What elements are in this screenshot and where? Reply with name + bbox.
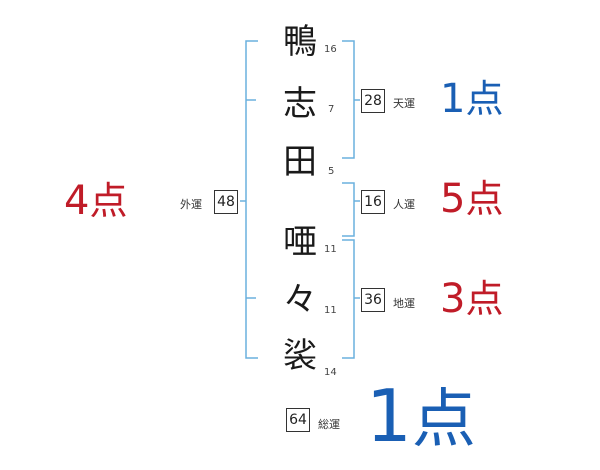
surname-strokes-2: 7 [328, 104, 335, 115]
surname-strokes-3: 5 [328, 166, 335, 177]
tenkaku-score: 1点 [440, 68, 503, 123]
soukaku-score-unit: 点 [411, 383, 476, 457]
gaikaku-score: 4点 [64, 170, 127, 225]
surname-char-2: 志 [283, 84, 317, 124]
chikaku-score-unit: 点 [465, 277, 504, 321]
chikaku-bracket [342, 239, 355, 359]
given-char-1: 唖 [283, 222, 317, 262]
jinkaku-label: 人運 [393, 198, 415, 211]
chikaku-label: 地運 [393, 297, 415, 310]
chikaku-score-number: 3 [440, 276, 466, 322]
chikaku-score: 3点 [440, 268, 503, 323]
given-strokes-3: 14 [324, 367, 337, 378]
given-char-2: 々 [283, 280, 317, 320]
soukaku-value-box: 64 [286, 408, 310, 432]
jinkaku-bracket [342, 182, 355, 237]
jinkaku-score-number: 5 [440, 176, 466, 222]
surname-char-3: 田 [283, 142, 317, 182]
jinkaku-score: 5点 [440, 168, 503, 223]
gaikaku-label: 外運 [180, 198, 202, 211]
jinkaku-score-unit: 点 [465, 177, 504, 221]
soukaku-score-number: 1 [366, 374, 412, 458]
tenkaku-score-unit: 点 [465, 77, 504, 121]
soukaku-score: 1点 [366, 368, 476, 460]
chikaku-value-box: 36 [361, 288, 385, 312]
tenkaku-score-number: 1 [440, 76, 466, 122]
gaikaku-value-box: 48 [214, 190, 238, 214]
tenkaku-bracket [342, 40, 355, 159]
jinkaku-value-box: 16 [361, 190, 385, 214]
gaikaku-score-number: 4 [64, 178, 90, 224]
given-char-3: 裟 [283, 336, 317, 376]
tenkaku-label: 天運 [393, 97, 415, 110]
soukaku-label: 総運 [318, 418, 340, 431]
given-strokes-2: 11 [324, 305, 337, 316]
given-strokes-1: 11 [324, 244, 337, 255]
gaikaku-score-unit: 点 [89, 179, 128, 223]
tenkaku-value-box: 28 [361, 89, 385, 113]
surname-strokes-1: 16 [324, 44, 337, 55]
surname-char-1: 鴨 [283, 22, 317, 62]
outer-bracket [245, 40, 258, 359]
